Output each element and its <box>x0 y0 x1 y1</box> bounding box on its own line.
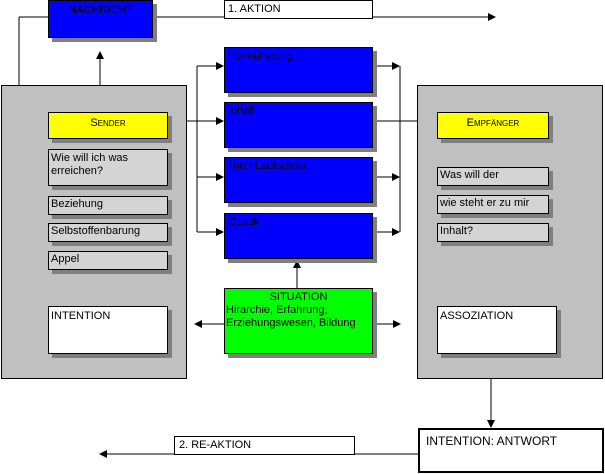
sender-intention-box: INTENTION <box>48 306 168 354</box>
formulierung-box: Formulierung <box>224 47 373 93</box>
sender-item-erreichen: Wie will ich was erreichen? <box>48 149 168 186</box>
antwort-box: INTENTION: ANTWORT <box>418 428 604 473</box>
sender-item-beziehung: Beziehung <box>48 196 168 215</box>
empfaenger-item-inhalt: Inhalt? <box>437 223 549 242</box>
sender-item-selbstoffenbarung: Selbstoffenbarung <box>48 223 168 242</box>
aktion-label: 1. AKTION <box>224 0 373 19</box>
empfaenger-item-was-will-der: Was will der <box>437 167 549 186</box>
assoziation-box: ASSOZIATION <box>437 306 557 354</box>
situation-title: SITUATION <box>269 291 328 303</box>
empfaenger-item-wie-steht-er: wie steht er zu mir <box>437 195 549 214</box>
inhalt-box: Inhalt <box>224 102 373 148</box>
sender-item-appel: Appel <box>48 251 168 270</box>
empfaenger-box: Empfänger <box>437 112 549 139</box>
situation-text: Hirarchie, Erfahrung, Erziehungswesen, B… <box>226 304 356 329</box>
ton-lautstaerke-box: Ton / Lautstärke <box>224 157 373 203</box>
sender-box: Sender <box>48 112 168 139</box>
nachricht-box: NACHRICHT <box>48 0 153 38</box>
gestik-box: Gestik <box>224 213 373 259</box>
reaktion-label: 2. RE-AKTION <box>174 436 355 455</box>
situation-box: SITUATION Hirarchie, Erfahrung, Erziehun… <box>224 288 373 354</box>
